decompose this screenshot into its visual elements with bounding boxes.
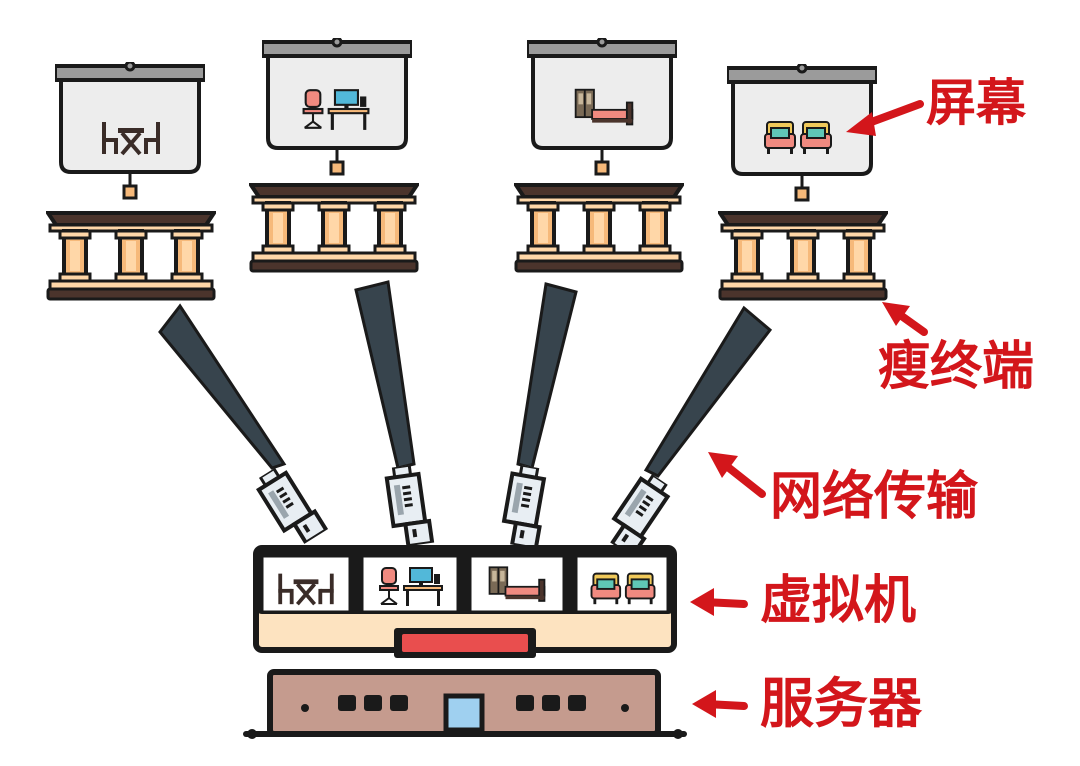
screen-3 — [527, 38, 677, 176]
network-beam-4 — [643, 305, 773, 478]
label-thin-client: 瘦终端 — [878, 337, 1034, 397]
arrow-screen — [846, 100, 924, 136]
screen-2 — [262, 38, 412, 176]
thin-terminal-2 — [251, 185, 417, 271]
label-screen: 屏幕 — [926, 74, 1027, 132]
projector-4 — [599, 468, 679, 559]
arrow-vm — [690, 588, 748, 616]
network-beam-3 — [516, 282, 578, 470]
network-beam-1 — [158, 303, 287, 470]
label-server: 服务器 — [760, 672, 923, 735]
label-network: 网络传输 — [770, 467, 979, 527]
screen-1 — [55, 62, 205, 200]
label-vm: 虚拟机 — [760, 571, 916, 631]
arrow-network — [708, 452, 766, 498]
projector-2 — [383, 462, 435, 550]
arrow-thin-client — [882, 302, 928, 336]
thin-terminal-1 — [48, 213, 214, 299]
virtual-machine-bank — [253, 545, 677, 658]
thin-terminal-4 — [720, 213, 886, 299]
server — [243, 669, 687, 739]
arrow-server — [692, 690, 748, 718]
projector-1 — [251, 460, 329, 552]
network-beam-2 — [354, 280, 416, 470]
projector-3 — [498, 461, 552, 551]
thin-terminal-3 — [516, 185, 682, 271]
